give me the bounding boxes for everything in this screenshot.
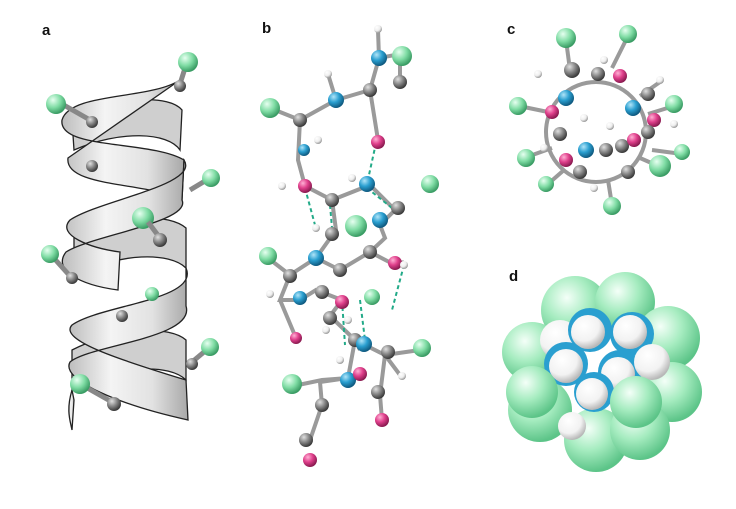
side-chain-atom — [201, 338, 219, 356]
oxygen-atom — [303, 453, 317, 467]
nitrogen-atom — [340, 372, 356, 388]
side-chain-atom — [517, 149, 535, 167]
side-chain-atom — [413, 339, 431, 357]
nitrogen-atom — [308, 250, 324, 266]
oxygen-atom — [388, 256, 402, 270]
panel-c-top-view — [509, 25, 690, 215]
side-chain-atom — [421, 175, 439, 193]
side-chain-atom — [41, 245, 59, 263]
side-chain-atom — [178, 52, 198, 72]
side-chain-atom — [259, 247, 277, 265]
nitrogen-atom — [578, 142, 594, 158]
panel-label-b: b — [262, 20, 272, 37]
side-chain-atom — [282, 374, 302, 394]
side-chain-atom — [665, 95, 683, 113]
hydrogen-bond-lines — [304, 142, 405, 346]
side-chain-atom — [260, 98, 280, 118]
side-chain-atom — [46, 94, 66, 114]
side-chain-atom — [70, 374, 90, 394]
panel-a-ribbon-helix — [41, 52, 220, 431]
panel-b-ball-and-stick — [259, 25, 439, 467]
side-chain-atom — [345, 215, 367, 237]
side-chain-atom — [202, 169, 220, 187]
side-chain-atom — [392, 46, 412, 66]
oxygen-atom — [371, 135, 385, 149]
oxygen-atom — [298, 179, 312, 193]
nitrogen-atom — [625, 100, 641, 116]
nitrogen-atom — [558, 90, 574, 106]
panel-label-d: d — [509, 268, 519, 285]
nitrogen-atom — [371, 50, 387, 66]
oxygen-atom — [375, 413, 389, 427]
nitrogen-atom — [359, 176, 375, 192]
side-chain-atom — [619, 25, 637, 43]
nitrogen-atom — [328, 92, 344, 108]
panel-label-c: c — [507, 21, 516, 38]
side-chain-atom — [649, 155, 671, 177]
panel-label-a: a — [42, 22, 51, 39]
side-chain-atom — [509, 97, 527, 115]
side-chain-atom — [556, 28, 576, 48]
panel-d-space-filling — [502, 272, 702, 472]
oxygen-atom — [335, 295, 349, 309]
side-chain-atom — [603, 197, 621, 215]
